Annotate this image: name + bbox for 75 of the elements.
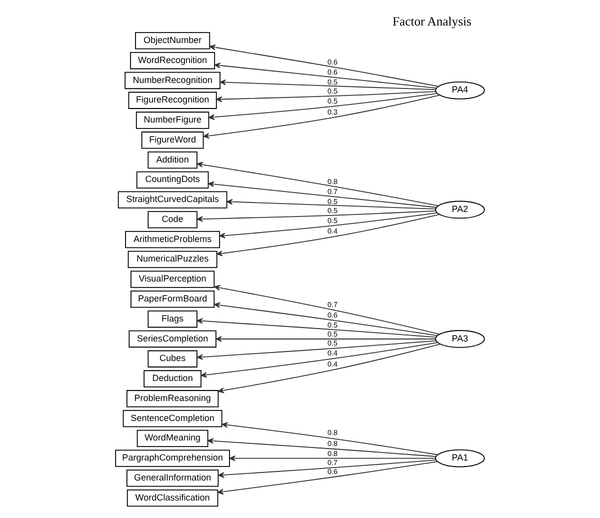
node-box: ObjectNumber	[135, 32, 210, 50]
edge-label: 0.6	[328, 467, 338, 476]
arrow	[216, 336, 436, 342]
node-box: PaperFormBoard	[130, 290, 215, 308]
arrow	[216, 214, 440, 256]
node-box: ArithmeticProblems	[125, 230, 220, 248]
edge-label: 0.5	[328, 77, 338, 86]
node-box: Flags	[148, 310, 198, 328]
node-box: NumberFigure	[136, 112, 210, 129]
edge-label: 0.6	[328, 310, 338, 320]
node-box: WordRecognition	[130, 52, 216, 70]
node-box: VisualPerception	[130, 270, 215, 288]
edge-label: 0.6	[328, 68, 338, 77]
edge-label: 0.5	[328, 216, 338, 225]
edge-label: 0.5	[328, 338, 338, 348]
node-ellipse: PA1	[435, 449, 485, 468]
edge-label: 0.4	[328, 359, 338, 368]
arrow	[218, 460, 436, 478]
edge-label: 0.7	[328, 300, 338, 309]
node-box: Code	[148, 211, 198, 228]
arrow	[219, 212, 438, 238]
edge-label: 0.7	[328, 186, 338, 196]
node-box: PargraphComprehension	[115, 450, 230, 467]
arrow	[203, 94, 440, 139]
edge-label: 0.5	[328, 86, 338, 96]
edge-label: 0.8	[328, 448, 338, 458]
edge-label: 0.8	[328, 428, 338, 438]
node-box: SentenceCompletion	[122, 410, 222, 428]
node-box: ProblemReasoning	[126, 390, 219, 408]
node-box: GeneralInformation	[126, 470, 219, 487]
arrow	[196, 162, 439, 206]
node-box: CountingDots	[136, 171, 209, 188]
edge-label: 0.8	[328, 176, 338, 186]
edge-label: 0.5	[328, 96, 338, 106]
arrow	[214, 302, 438, 336]
edge-label: 0.6	[328, 58, 338, 67]
edge-label: 0.5	[328, 330, 338, 339]
arrow	[196, 340, 436, 360]
node-box: SeriesCompletion	[128, 330, 216, 348]
arrow	[196, 210, 436, 222]
arrow	[200, 342, 438, 378]
arrow	[214, 62, 437, 88]
arrow	[207, 438, 436, 457]
edge-label: 0.5	[328, 206, 338, 215]
edge-label: 0.5	[328, 196, 338, 206]
node-ellipse: PA3	[435, 330, 485, 348]
arrow	[216, 91, 436, 102]
edge-label: 0.5	[328, 320, 338, 330]
node-box: NumberRecognition	[124, 72, 220, 90]
arrow	[208, 181, 437, 208]
node-box: WordMeaning	[136, 430, 208, 447]
node-box: FigureRecognition	[128, 92, 217, 109]
diagram-title: Factor Analysis	[392, 14, 472, 29]
arrow	[208, 93, 438, 120]
arrow	[229, 455, 436, 462]
node-ellipse: PA2	[435, 200, 485, 219]
edge-label: 0.8	[328, 439, 338, 448]
node-box: NumericalPuzzles	[128, 250, 218, 268]
node-box: WordClassification	[126, 489, 218, 507]
arrow	[214, 284, 440, 335]
node-ellipse: PA4	[435, 82, 485, 100]
arrow	[222, 422, 438, 456]
node-box: Cubes	[148, 350, 198, 368]
node-box: Deduction	[144, 370, 202, 388]
edge-label: 0.7	[328, 458, 338, 467]
edge-label: 0.4	[328, 348, 338, 358]
node-box: StraightCurvedCapitals	[118, 191, 228, 208]
node-box: Addition	[148, 151, 198, 169]
arrow	[218, 344, 441, 394]
arrow	[196, 318, 436, 338]
edge-label: 0.3	[328, 107, 338, 116]
node-box: FigureWord	[141, 132, 204, 149]
arrow	[226, 198, 436, 210]
edge-label: 0.4	[328, 226, 338, 236]
arrow	[217, 461, 438, 495]
